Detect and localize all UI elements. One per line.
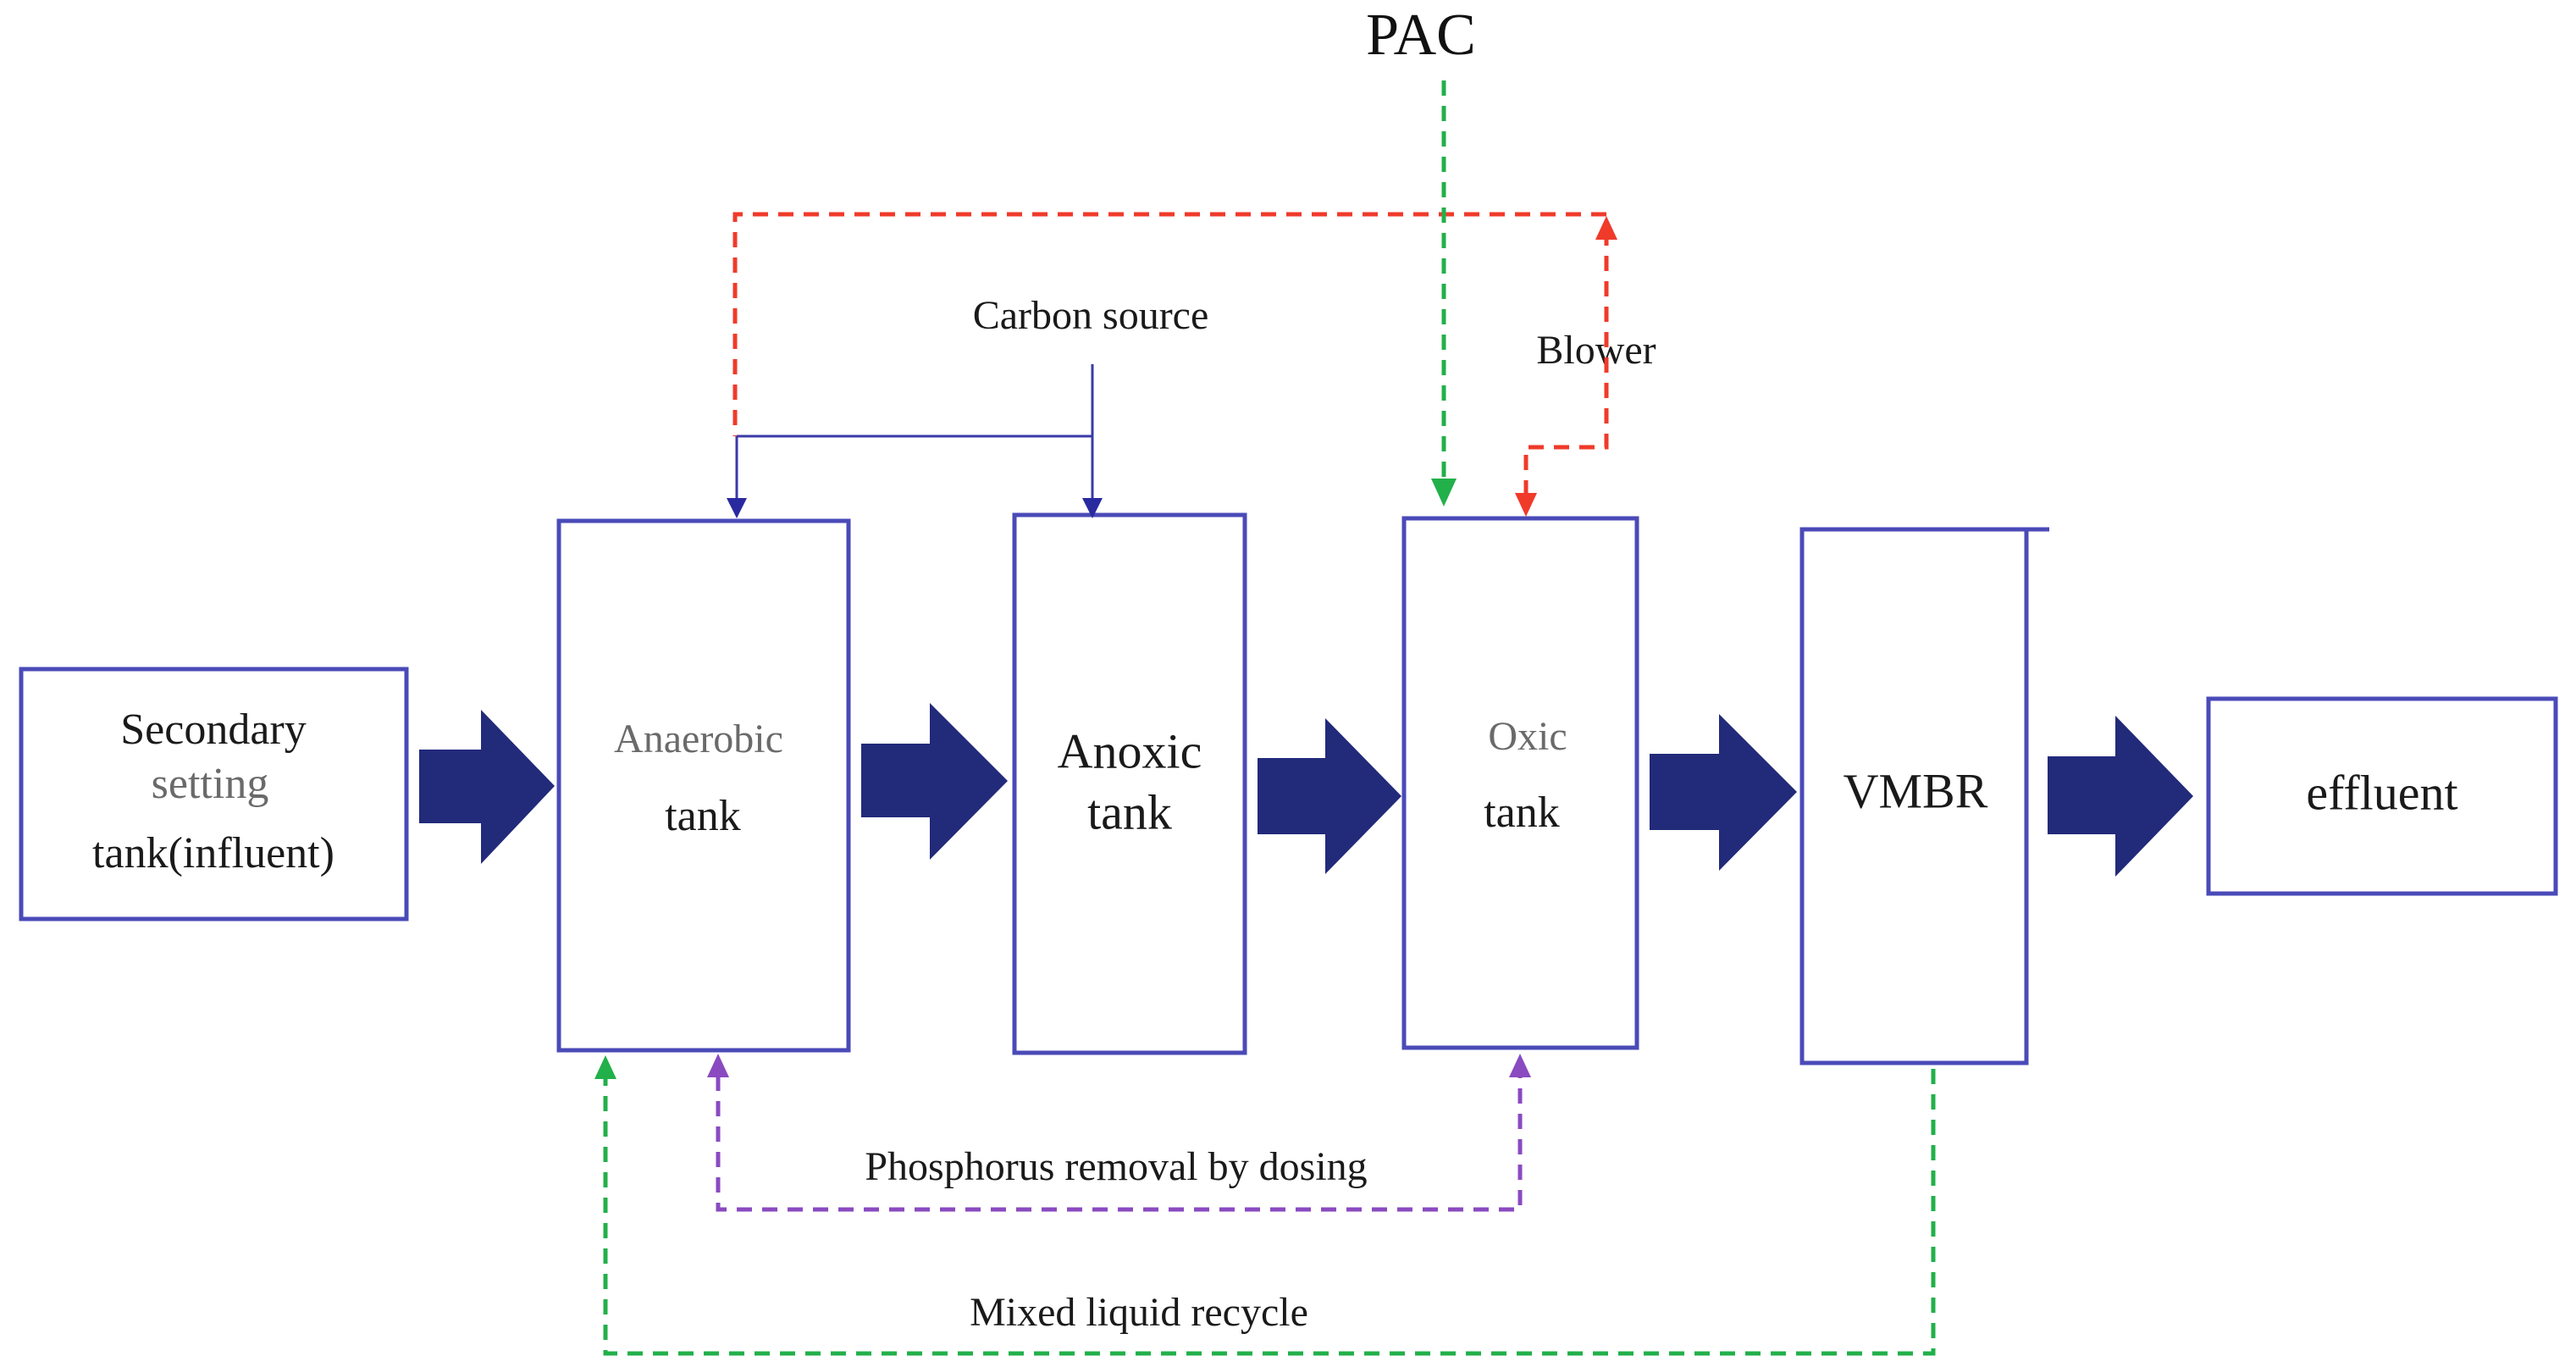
carbon-source-label: Carbon source [973,293,1209,338]
blower-label: Blower [1536,328,1656,373]
anoxic-tank: Anoxic tank [1012,512,1247,1055]
recycle-to-anaerobic-arrowhead [594,1055,616,1079]
blower-top-line [732,212,1606,436]
flow-arrow-5 [2048,716,2193,877]
anoxic-tank-label-line1: Anoxic [1058,723,1202,778]
blower-air-line: Blower [732,212,1656,517]
secondary-setting-tank: Secondary setting tank(influent) [19,667,409,921]
pac-arrowhead [1431,479,1457,506]
pac-dosing-line: PAC [1366,3,1476,506]
vmbr-box [1799,527,2029,1065]
anaerobic-tank-box [556,518,851,1053]
flow-arrow-3 [1258,718,1401,874]
anaerobic-tank: Anaerobic tank [556,518,851,1053]
oxic-tank-label-line1: Oxic [1488,714,1567,759]
blower-up-arrowhead [1595,216,1617,240]
recycle-loop-line [603,1069,1936,1356]
flow-arrow-2 [861,703,1008,860]
phosphorus-to-anaerobic-arrowhead [707,1054,729,1077]
carbon-to-anaerobic-arrowhead [727,498,747,518]
vmbr-label: VMBR [1844,763,1988,818]
secondary-tank-label-line3: tank(influent) [92,829,334,877]
phosphorus-loop-line [716,1076,1523,1212]
secondary-tank-label-line1: Secondary [120,706,306,754]
phosphorus-dosing-line: Phosphorus removal by dosing [707,1054,1531,1212]
carbon-source-feed: Carbon source [727,293,1208,518]
oxic-tank-label-line2: tank [1484,789,1560,837]
anaerobic-tank-label-line1: Anaerobic [614,717,783,761]
effluent-tank: effluent [2206,696,2558,896]
carbon-to-anoxic-arrowhead [1082,498,1103,518]
secondary-tank-box [19,667,409,921]
oxic-tank: Oxic tank [1401,516,1639,1050]
vmbr-tank: VMBR [1799,527,2049,1065]
blower-to-oxic-arrowhead [1515,493,1537,517]
mixed-liquid-recycle-label: Mixed liquid recycle [970,1290,1308,1335]
flow-arrow-4 [1650,714,1797,871]
effluent-box [2206,696,2558,896]
pac-label: PAC [1366,3,1476,68]
flow-arrow-1 [419,710,555,864]
phosphorus-to-oxic-arrowhead [1509,1054,1531,1077]
secondary-tank-label-line2: setting [152,760,269,808]
anoxic-tank-box [1012,512,1247,1055]
mixed-liquid-recycle-line: Mixed liquid recycle [594,1055,1936,1356]
oxic-tank-box [1401,516,1639,1050]
phosphorus-removal-label: Phosphorus removal by dosing [865,1144,1367,1189]
anaerobic-tank-label-line2: tank [665,792,741,840]
effluent-label: effluent [2306,765,2457,820]
anoxic-tank-label-line2: tank [1087,784,1172,839]
blower-riser-line [1523,235,1609,495]
